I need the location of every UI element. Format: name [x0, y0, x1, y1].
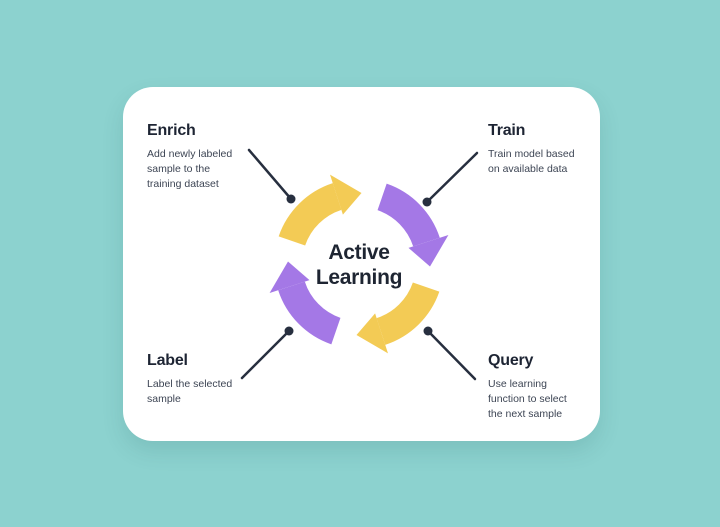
- stage-enrich-description: Add newly labeled sample to the training…: [147, 147, 267, 192]
- cycle-arrow-bottom-left-head-icon: [269, 261, 310, 293]
- connector-line-train: [425, 151, 479, 204]
- stage-train: Train Train model based on available dat…: [488, 121, 608, 177]
- connector-dot-label: [284, 326, 294, 336]
- cycle-arrow-top-left-head-icon: [330, 174, 362, 215]
- description-line: training dataset: [147, 178, 219, 190]
- connector-line-query: [426, 329, 477, 381]
- cycle-arrow-bottom-right-head-icon: [356, 313, 388, 354]
- diagram-card: Active Learning Enrich Add newly labeled…: [123, 87, 600, 441]
- description-line: the next sample: [488, 408, 563, 420]
- stage-query: Query Use learning function to select th…: [488, 351, 608, 422]
- cycle-arrow-top-right-head-icon: [408, 235, 449, 267]
- cycle-center-title-line1: Active: [328, 241, 390, 264]
- cycle-center-title: Active Learning: [279, 240, 439, 290]
- description-line: Train model based: [488, 148, 575, 160]
- connector-dot-enrich: [286, 194, 296, 204]
- cycle-center-title-line2: Learning: [315, 266, 403, 289]
- stage-train-description: Train model based on available data: [488, 147, 608, 177]
- cycle-arrow-bottom-left-arc-icon: [278, 281, 342, 345]
- cycle-arrow-top-left-arc-icon: [278, 183, 342, 247]
- connector-dot-train: [422, 197, 432, 207]
- stage-label-heading: Label: [147, 352, 188, 369]
- description-line: Use learning: [488, 378, 547, 390]
- stage-enrich-heading: Enrich: [147, 122, 196, 139]
- description-line: Add newly labeled: [147, 148, 233, 160]
- stage-query-description: Use learning function to select the next…: [488, 377, 608, 422]
- stage-query-heading: Query: [488, 352, 534, 369]
- description-line: sample: [147, 393, 181, 405]
- cycle-graphic: [240, 148, 479, 381]
- cycle-arrow-bottom-right-arc-icon: [376, 281, 440, 345]
- description-line: Label the selected: [147, 378, 233, 390]
- stage-label-description: Label the selected sample: [147, 377, 267, 407]
- stage-enrich: Enrich Add newly labeled sample to the t…: [147, 121, 267, 192]
- connector-line-enrich: [247, 148, 293, 201]
- stage-label: Label Label the selected sample: [147, 351, 267, 407]
- connector-dot-query: [423, 326, 433, 336]
- stage-train-heading: Train: [488, 122, 526, 139]
- callout-connectors: [240, 148, 479, 381]
- description-line: sample to the: [147, 163, 211, 175]
- connector-line-label: [240, 329, 291, 380]
- description-line: function to select: [488, 393, 567, 405]
- cycle-arrow-top-right-arc-icon: [376, 183, 440, 247]
- description-line: on available data: [488, 163, 568, 175]
- cycle-arrows: [269, 174, 449, 354]
